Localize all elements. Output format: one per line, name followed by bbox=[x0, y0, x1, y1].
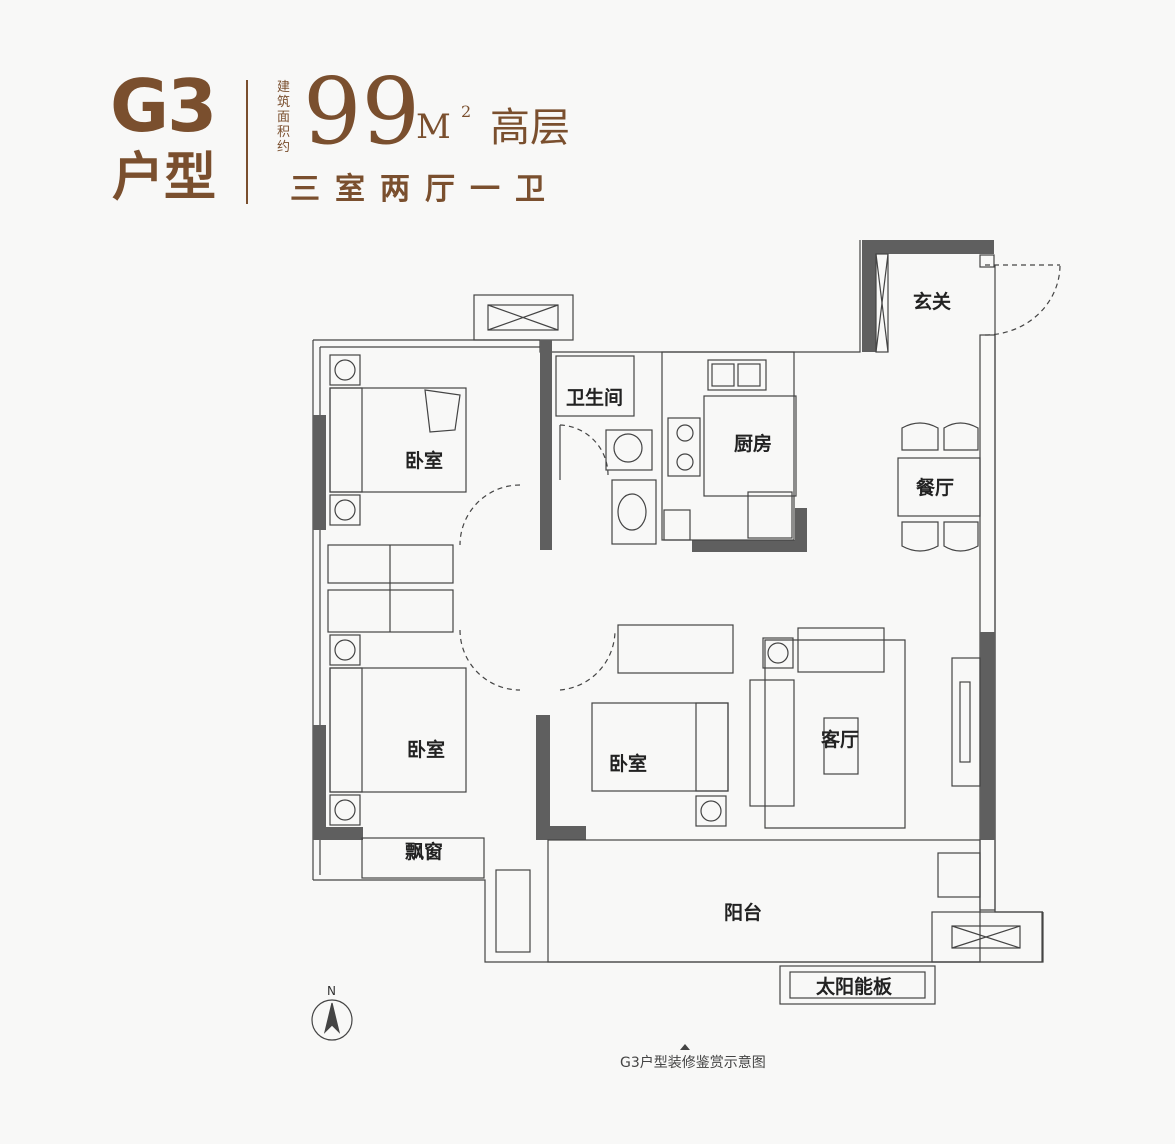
room-solar-panel: 太阳能板 bbox=[816, 976, 893, 998]
header-divider bbox=[246, 80, 248, 204]
bedroom-1-bed bbox=[329, 387, 467, 493]
room-bay-window: 飘窗 bbox=[405, 841, 444, 863]
area-unit-superscript: 2 bbox=[461, 102, 472, 121]
building-type: 高层 bbox=[490, 105, 570, 151]
room-living: 客厅 bbox=[821, 729, 860, 751]
room-bathroom: 卫生间 bbox=[566, 387, 624, 409]
layout-description: 三室两厅一卫 bbox=[290, 172, 560, 207]
unit-type-word: 户型 bbox=[112, 148, 217, 208]
entry-door bbox=[984, 264, 1061, 336]
room-dining: 餐厅 bbox=[916, 477, 955, 499]
room-bedroom-1: 卧室 bbox=[405, 450, 444, 472]
caption-marker-icon bbox=[680, 1044, 690, 1050]
kitchen-walls bbox=[692, 540, 807, 552]
bedroom-2-bed bbox=[329, 667, 467, 793]
room-balcony: 阳台 bbox=[724, 902, 763, 924]
tv-stand bbox=[951, 657, 981, 787]
area-unit: M bbox=[416, 107, 451, 147]
bedroom-3-bed bbox=[591, 702, 729, 792]
dining-table bbox=[897, 457, 981, 517]
area-value: 99 bbox=[303, 58, 421, 165]
plan-caption: G3户型装修鉴赏示意图 bbox=[620, 1055, 766, 1071]
area-label: 建筑面积约 bbox=[277, 80, 291, 155]
ac-unit-right bbox=[931, 911, 1043, 963]
living-sofa bbox=[749, 679, 795, 807]
foyer-wall bbox=[862, 240, 994, 254]
bay-window bbox=[361, 837, 485, 879]
room-bedroom-3: 卧室 bbox=[609, 753, 648, 775]
room-bedroom-2: 卧室 bbox=[407, 739, 446, 761]
unit-code: G3 bbox=[110, 64, 217, 148]
wardrobe-3 bbox=[617, 624, 734, 674]
ac-unit-top bbox=[473, 294, 574, 341]
balcony bbox=[547, 839, 981, 963]
compass-north-label: N bbox=[327, 984, 336, 998]
room-kitchen: 厨房 bbox=[734, 433, 773, 455]
room-foyer: 玄关 bbox=[913, 291, 952, 313]
compass-circle bbox=[311, 999, 353, 1041]
solar-panel bbox=[779, 965, 936, 1005]
